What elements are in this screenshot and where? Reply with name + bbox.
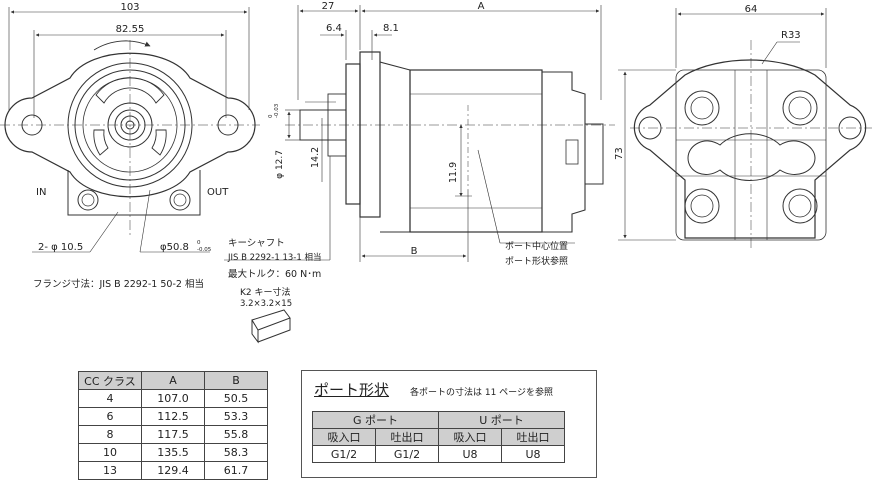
port-group-g: G ポート [312, 411, 439, 429]
table-cell: G1/2 [375, 445, 439, 463]
cc-table-header-row: CC クラス A B [78, 371, 268, 390]
table-cell: 61.7 [204, 461, 268, 480]
port-subheader: 吸入口 [438, 428, 502, 446]
port-subheader: 吐出口 [501, 428, 565, 446]
key-size: 3.2×3.2×15 [240, 299, 292, 309]
table-row: 10 135.5 58.3 [78, 443, 268, 462]
dim-pilot-tol-lower: -0.05 [197, 247, 212, 253]
table-cell: 55.8 [204, 425, 268, 444]
cc-table-header: CC クラス [78, 371, 142, 390]
label-out: OUT [207, 187, 229, 198]
max-torque-label: 最大トルク：60 N･m [228, 268, 321, 280]
table-cell: 107.0 [141, 389, 205, 408]
dim-r33-label: R33 [781, 30, 801, 41]
dim-6-4-label: 6.4 [326, 23, 342, 34]
table-cell: 6 [78, 407, 142, 426]
port-shape-table: G ポート U ポート 吸入口 吐出口 吸入口 吐出口 G1/2 G1/2 U8… [312, 411, 565, 463]
dim-11-9-label: 11.9 [448, 162, 459, 183]
table-cell: U8 [438, 445, 502, 463]
port-center-note: ポート中心位置 [505, 240, 568, 252]
table-cell: U8 [501, 445, 565, 463]
port-shape-note: 各ポートの寸法は 11 ページを参照 [410, 388, 553, 398]
table-cell: 10 [78, 443, 142, 462]
port-group-row: G ポート U ポート [312, 411, 565, 429]
port-shape-box: ポート形状 各ポートの寸法は 11 ページを参照 G ポート U ポート 吸入口… [301, 370, 597, 478]
dim-8-1-label: 8.1 [383, 23, 399, 34]
dim-64-label: 64 [745, 4, 758, 15]
port-group-u: U ポート [438, 411, 565, 429]
table-cell: 53.3 [204, 407, 268, 426]
cc-table-header: B [204, 371, 268, 390]
table-cell: 50.5 [204, 389, 268, 408]
port-subheader: 吸入口 [312, 428, 376, 446]
table-row: 13 129.4 61.7 [78, 461, 268, 480]
dim-holes-label: 2- φ 10.5 [38, 242, 83, 253]
label-in: IN [36, 187, 46, 198]
table-cell: 117.5 [141, 425, 205, 444]
port-subheader-row: 吸入口 吐出口 吸入口 吐出口 [312, 428, 565, 446]
dim-a-label: A [478, 1, 485, 12]
key-title: K2 キー寸法 [240, 286, 291, 298]
dim-pilot-tol-upper: 0 [197, 240, 201, 246]
dim-pilot-label: φ50.8 [160, 242, 189, 253]
side-view [224, 5, 615, 344]
table-cell: 112.5 [141, 407, 205, 426]
dim-shaft-tol-upper: 0 [268, 114, 274, 118]
table-cell: 129.4 [141, 461, 205, 480]
rear-view [618, 8, 872, 248]
port-shape-title: ポート形状 [314, 381, 390, 399]
dim-shaft-dia-label: φ 12.7 [275, 150, 285, 179]
dim-73-label: 73 [614, 147, 625, 160]
port-shape-note: ポート形状参照 [505, 255, 568, 267]
dim-27-label: 27 [322, 1, 335, 12]
table-cell: G1/2 [312, 445, 376, 463]
cc-table-header: A [141, 371, 205, 390]
dim-width-label: 103 [120, 2, 139, 13]
table-cell: 8 [78, 425, 142, 444]
dim-pitch-label: 82.55 [116, 24, 145, 35]
table-cell: 4 [78, 389, 142, 408]
dim-14-2-label: 14.2 [310, 147, 321, 168]
front-view [0, 7, 260, 253]
table-cell: 13 [78, 461, 142, 480]
table-row: G1/2 G1/2 U8 U8 [312, 445, 565, 463]
table-cell: 58.3 [204, 443, 268, 462]
key-shaft-std: JIS B 2292-1 13-1 相当 [227, 252, 321, 263]
table-row: 8 117.5 55.8 [78, 425, 268, 444]
table-row: 4 107.0 50.5 [78, 389, 268, 408]
dim-shaft-tol-lower: -0.03 [274, 103, 280, 118]
cc-class-table: CC クラス A B 4 107.0 50.5 6 112.5 53.3 8 1… [78, 371, 268, 480]
flange-note: フランジ寸法：JIS B 2292-1 50-2 相当 [33, 278, 204, 290]
table-row: 6 112.5 53.3 [78, 407, 268, 426]
port-subheader: 吐出口 [375, 428, 439, 446]
table-cell: 135.5 [141, 443, 205, 462]
dim-b-label: B [411, 246, 418, 257]
key-shaft-title: キーシャフト [228, 238, 285, 249]
